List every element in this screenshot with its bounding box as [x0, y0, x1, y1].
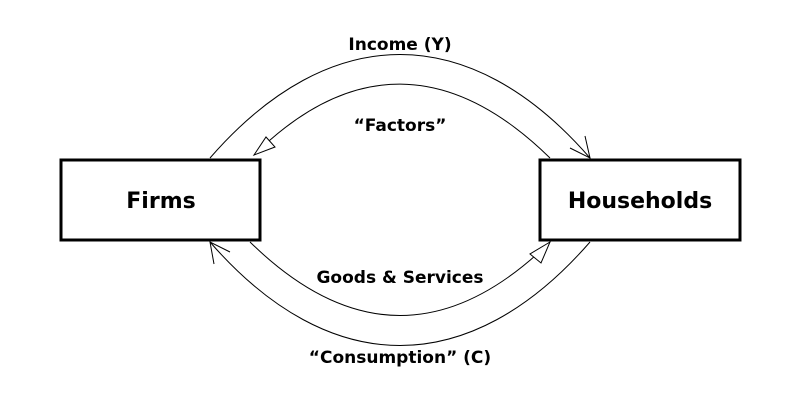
- firms-box: [59, 158, 262, 242]
- factors-flow-arc: [253, 83, 551, 159]
- consumption-label: “Consumption” (C): [309, 348, 491, 368]
- consumption-flow-arc: [209, 241, 591, 346]
- income-flow-arc: [209, 54, 591, 159]
- goods-services-flow-arc: [249, 241, 551, 316]
- factors-label: “Factors”: [354, 116, 447, 136]
- households-label: Households: [568, 189, 712, 214]
- income-arrowhead: [569, 135, 591, 159]
- households-box: [538, 158, 742, 242]
- factors-arrowhead: [252, 136, 276, 157]
- firms-label: Firms: [126, 189, 195, 214]
- income-label: Income (Y): [348, 35, 451, 55]
- goods-services-label: Goods & Services: [316, 268, 483, 288]
- consumption-arrowhead: [209, 241, 231, 265]
- goods-services-arrowhead: [529, 240, 552, 264]
